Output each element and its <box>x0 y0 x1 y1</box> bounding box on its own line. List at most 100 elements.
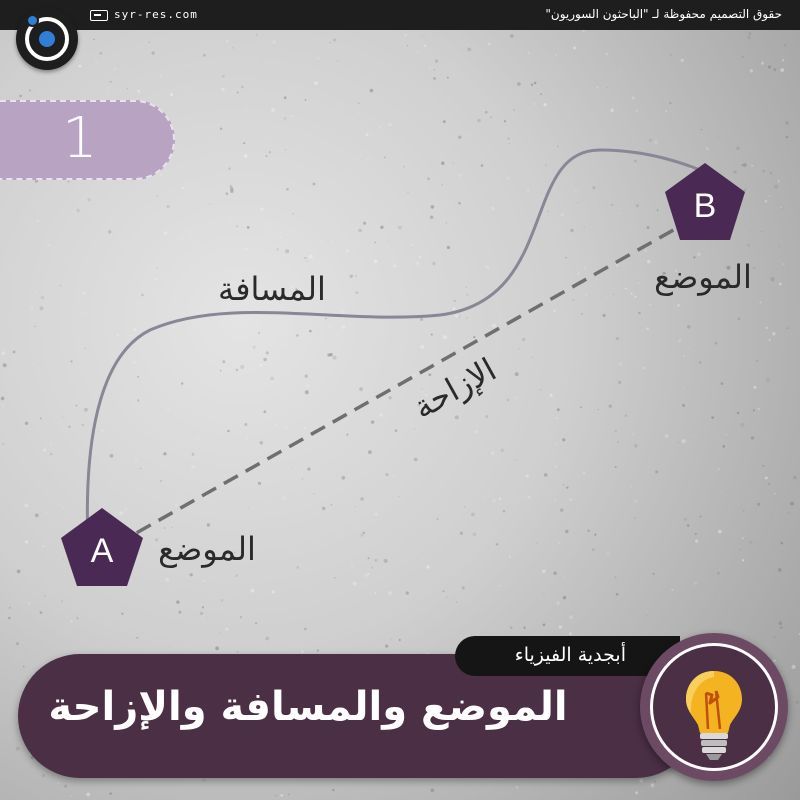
texture-speck <box>160 75 162 77</box>
texture-speck <box>292 213 294 215</box>
texture-speck <box>304 627 307 631</box>
texture-speck <box>527 52 530 54</box>
texture-speck <box>583 226 585 228</box>
texture-speck <box>137 375 140 378</box>
texture-speck <box>757 502 761 506</box>
texture-speck <box>76 208 80 213</box>
logo-icon[interactable] <box>16 8 78 70</box>
texture-speck <box>717 571 720 575</box>
texture-speck <box>677 339 682 343</box>
texture-speck <box>510 626 513 629</box>
texture-speck <box>263 410 267 414</box>
texture-speck <box>795 700 800 704</box>
texture-speck <box>393 264 397 267</box>
texture-speck <box>221 74 225 78</box>
texture-speck <box>592 186 596 190</box>
texture-speck <box>296 566 299 569</box>
texture-speck <box>270 376 274 381</box>
texture-speck <box>684 518 687 521</box>
texture-speck <box>430 205 435 209</box>
texture-speck <box>226 39 229 43</box>
texture-speck <box>222 360 226 364</box>
texture-speck <box>59 284 62 287</box>
texture-speck <box>542 569 546 573</box>
texture-speck <box>506 398 510 402</box>
texture-speck <box>477 118 481 123</box>
texture-speck <box>452 162 455 164</box>
texture-speck <box>236 91 239 94</box>
texture-speck <box>646 614 648 617</box>
copyright-credit: حقوق التصميم محفوظة لـ "الباحثون السوريو… <box>545 7 782 21</box>
texture-speck <box>576 272 580 276</box>
texture-speck <box>319 240 322 243</box>
texture-speck <box>611 51 612 53</box>
texture-speck <box>151 51 155 55</box>
texture-speck <box>15 746 20 751</box>
texture-speck <box>363 573 368 578</box>
site-url[interactable]: syr-res.com <box>114 8 198 21</box>
texture-speck <box>170 92 174 97</box>
texture-speck <box>316 56 320 60</box>
texture-speck <box>442 590 445 593</box>
texture-speck <box>465 286 467 288</box>
texture-speck <box>571 32 573 34</box>
texture-speck <box>332 355 337 360</box>
texture-speck <box>479 186 480 188</box>
texture-speck <box>747 793 749 794</box>
texture-speck <box>265 155 268 157</box>
texture-speck <box>305 319 307 321</box>
texture-speck <box>583 266 587 270</box>
texture-speck <box>514 372 519 377</box>
texture-speck <box>539 389 542 391</box>
category-label: أبجدية الفيزياء <box>514 644 626 666</box>
texture-speck <box>747 243 750 247</box>
texture-speck <box>277 59 279 62</box>
texture-speck <box>244 423 248 426</box>
texture-speck <box>681 439 686 444</box>
texture-speck <box>23 187 25 189</box>
texture-speck <box>219 127 223 131</box>
texture-speck <box>276 248 279 251</box>
texture-speck <box>654 215 656 217</box>
texture-speck <box>380 225 384 229</box>
texture-speck <box>406 191 410 194</box>
texture-speck <box>441 184 443 186</box>
texture-speck <box>385 473 389 477</box>
texture-speck <box>418 255 422 259</box>
texture-speck <box>388 591 392 595</box>
texture-speck <box>230 221 232 223</box>
texture-speck <box>610 203 614 207</box>
texture-speck <box>490 116 493 119</box>
texture-speck <box>687 325 691 329</box>
texture-speck <box>662 271 666 275</box>
texture-speck <box>553 571 557 575</box>
texture-speck <box>370 420 375 424</box>
texture-speck <box>610 108 615 113</box>
texture-speck <box>737 317 741 321</box>
texture-speck <box>76 617 79 619</box>
texture-speck <box>700 128 703 131</box>
texture-speck <box>209 203 211 205</box>
texture-speck <box>367 572 370 576</box>
texture-speck <box>337 60 339 62</box>
texture-speck <box>699 361 702 364</box>
texture-speck <box>725 434 727 436</box>
texture-speck <box>521 337 526 342</box>
texture-speck <box>156 195 159 198</box>
texture-speck <box>750 230 752 232</box>
texture-speck <box>84 407 88 412</box>
texture-speck <box>341 475 346 480</box>
texture-speck <box>750 164 754 168</box>
texture-speck <box>765 326 768 330</box>
texture-speck <box>727 491 729 493</box>
texture-speck <box>176 600 180 604</box>
texture-speck <box>378 126 382 129</box>
texture-speck <box>412 373 416 377</box>
texture-speck <box>49 443 52 446</box>
texture-speck <box>793 475 797 480</box>
texture-speck <box>109 454 114 458</box>
texture-speck <box>553 499 557 502</box>
texture-speck <box>369 88 374 93</box>
texture-speck <box>95 60 98 64</box>
distance-path <box>85 148 701 546</box>
